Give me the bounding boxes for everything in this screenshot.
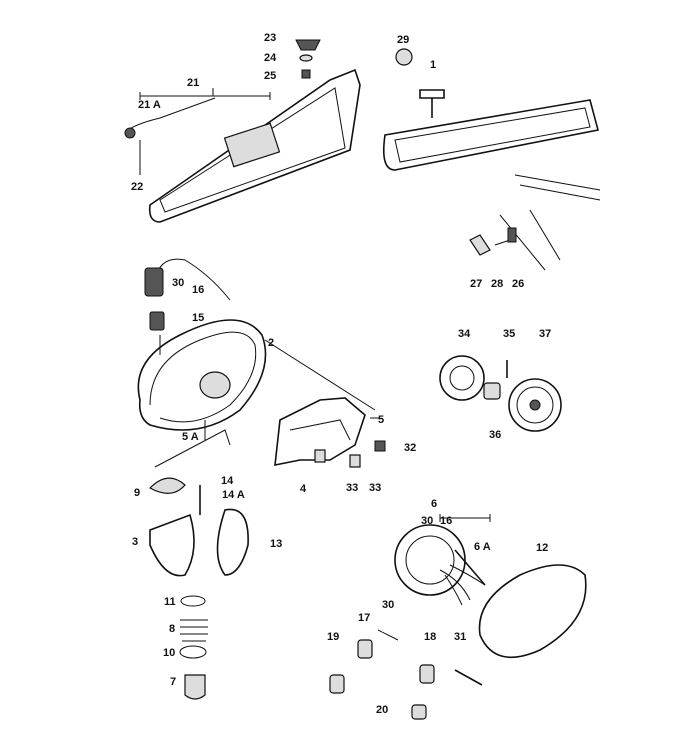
part-label: 29 [397,34,409,46]
part-label: 10 [163,647,175,659]
part-label: 11 [164,596,176,608]
part-label: 13 [270,538,282,550]
part-label: 3 [132,536,138,548]
part-label: 28 [491,278,503,290]
part-label: 21 [187,77,199,89]
part-label: 17 [358,612,370,624]
part-label: 6 A [474,541,491,553]
part-label: 16 [192,284,204,296]
part-label: 33 [346,482,358,494]
part-label: 5 A [182,431,199,443]
part-label: 16 [440,515,452,527]
mirror-base-parts [149,477,249,700]
part-label: 26 [512,278,524,290]
outside-mirror-housing-part [137,258,376,468]
part-label: 5 [378,414,384,426]
part-label: 30 [421,515,433,527]
part-label: 34 [458,328,471,340]
part-label: 12 [536,542,548,554]
part-label: 33 [369,482,381,494]
part-label: 7 [170,676,176,688]
part-label: 37 [539,328,551,340]
rear-view-mirror-part [382,48,601,271]
part-label: 30 [382,599,394,611]
mirror-glass-part [329,514,587,720]
sun-visor-part [124,39,361,223]
part-label: 23 [264,32,276,44]
part-label: 21 A [138,99,161,111]
part-label: 31 [454,631,466,643]
part-label: 24 [264,52,277,64]
part-label: 32 [404,442,416,454]
part-label: 14 A [222,489,245,501]
part-label: 27 [470,278,482,290]
part-label: 4 [300,483,307,495]
part-label: 9 [134,487,140,499]
part-label: 2 [268,337,274,349]
part-label: 14 [221,475,234,487]
mirror-motor-part [439,355,562,432]
mirror-bracket-part [274,397,386,468]
part-label: 1 [430,59,436,71]
part-label: 18 [424,631,436,643]
part-label: 25 [264,70,276,82]
part-label: 35 [503,328,515,340]
part-label: 36 [489,429,501,441]
part-labels: 23 24 25 29 1 21 21 A 22 30 16 15 2 5 5 … [131,32,551,716]
part-label: 6 [431,498,437,510]
part-label: 15 [192,312,204,324]
part-label: 19 [327,631,339,643]
part-label: 20 [376,704,388,716]
part-label: 8 [169,623,175,635]
part-label: 30 [172,277,184,289]
part-label: 22 [131,181,143,193]
